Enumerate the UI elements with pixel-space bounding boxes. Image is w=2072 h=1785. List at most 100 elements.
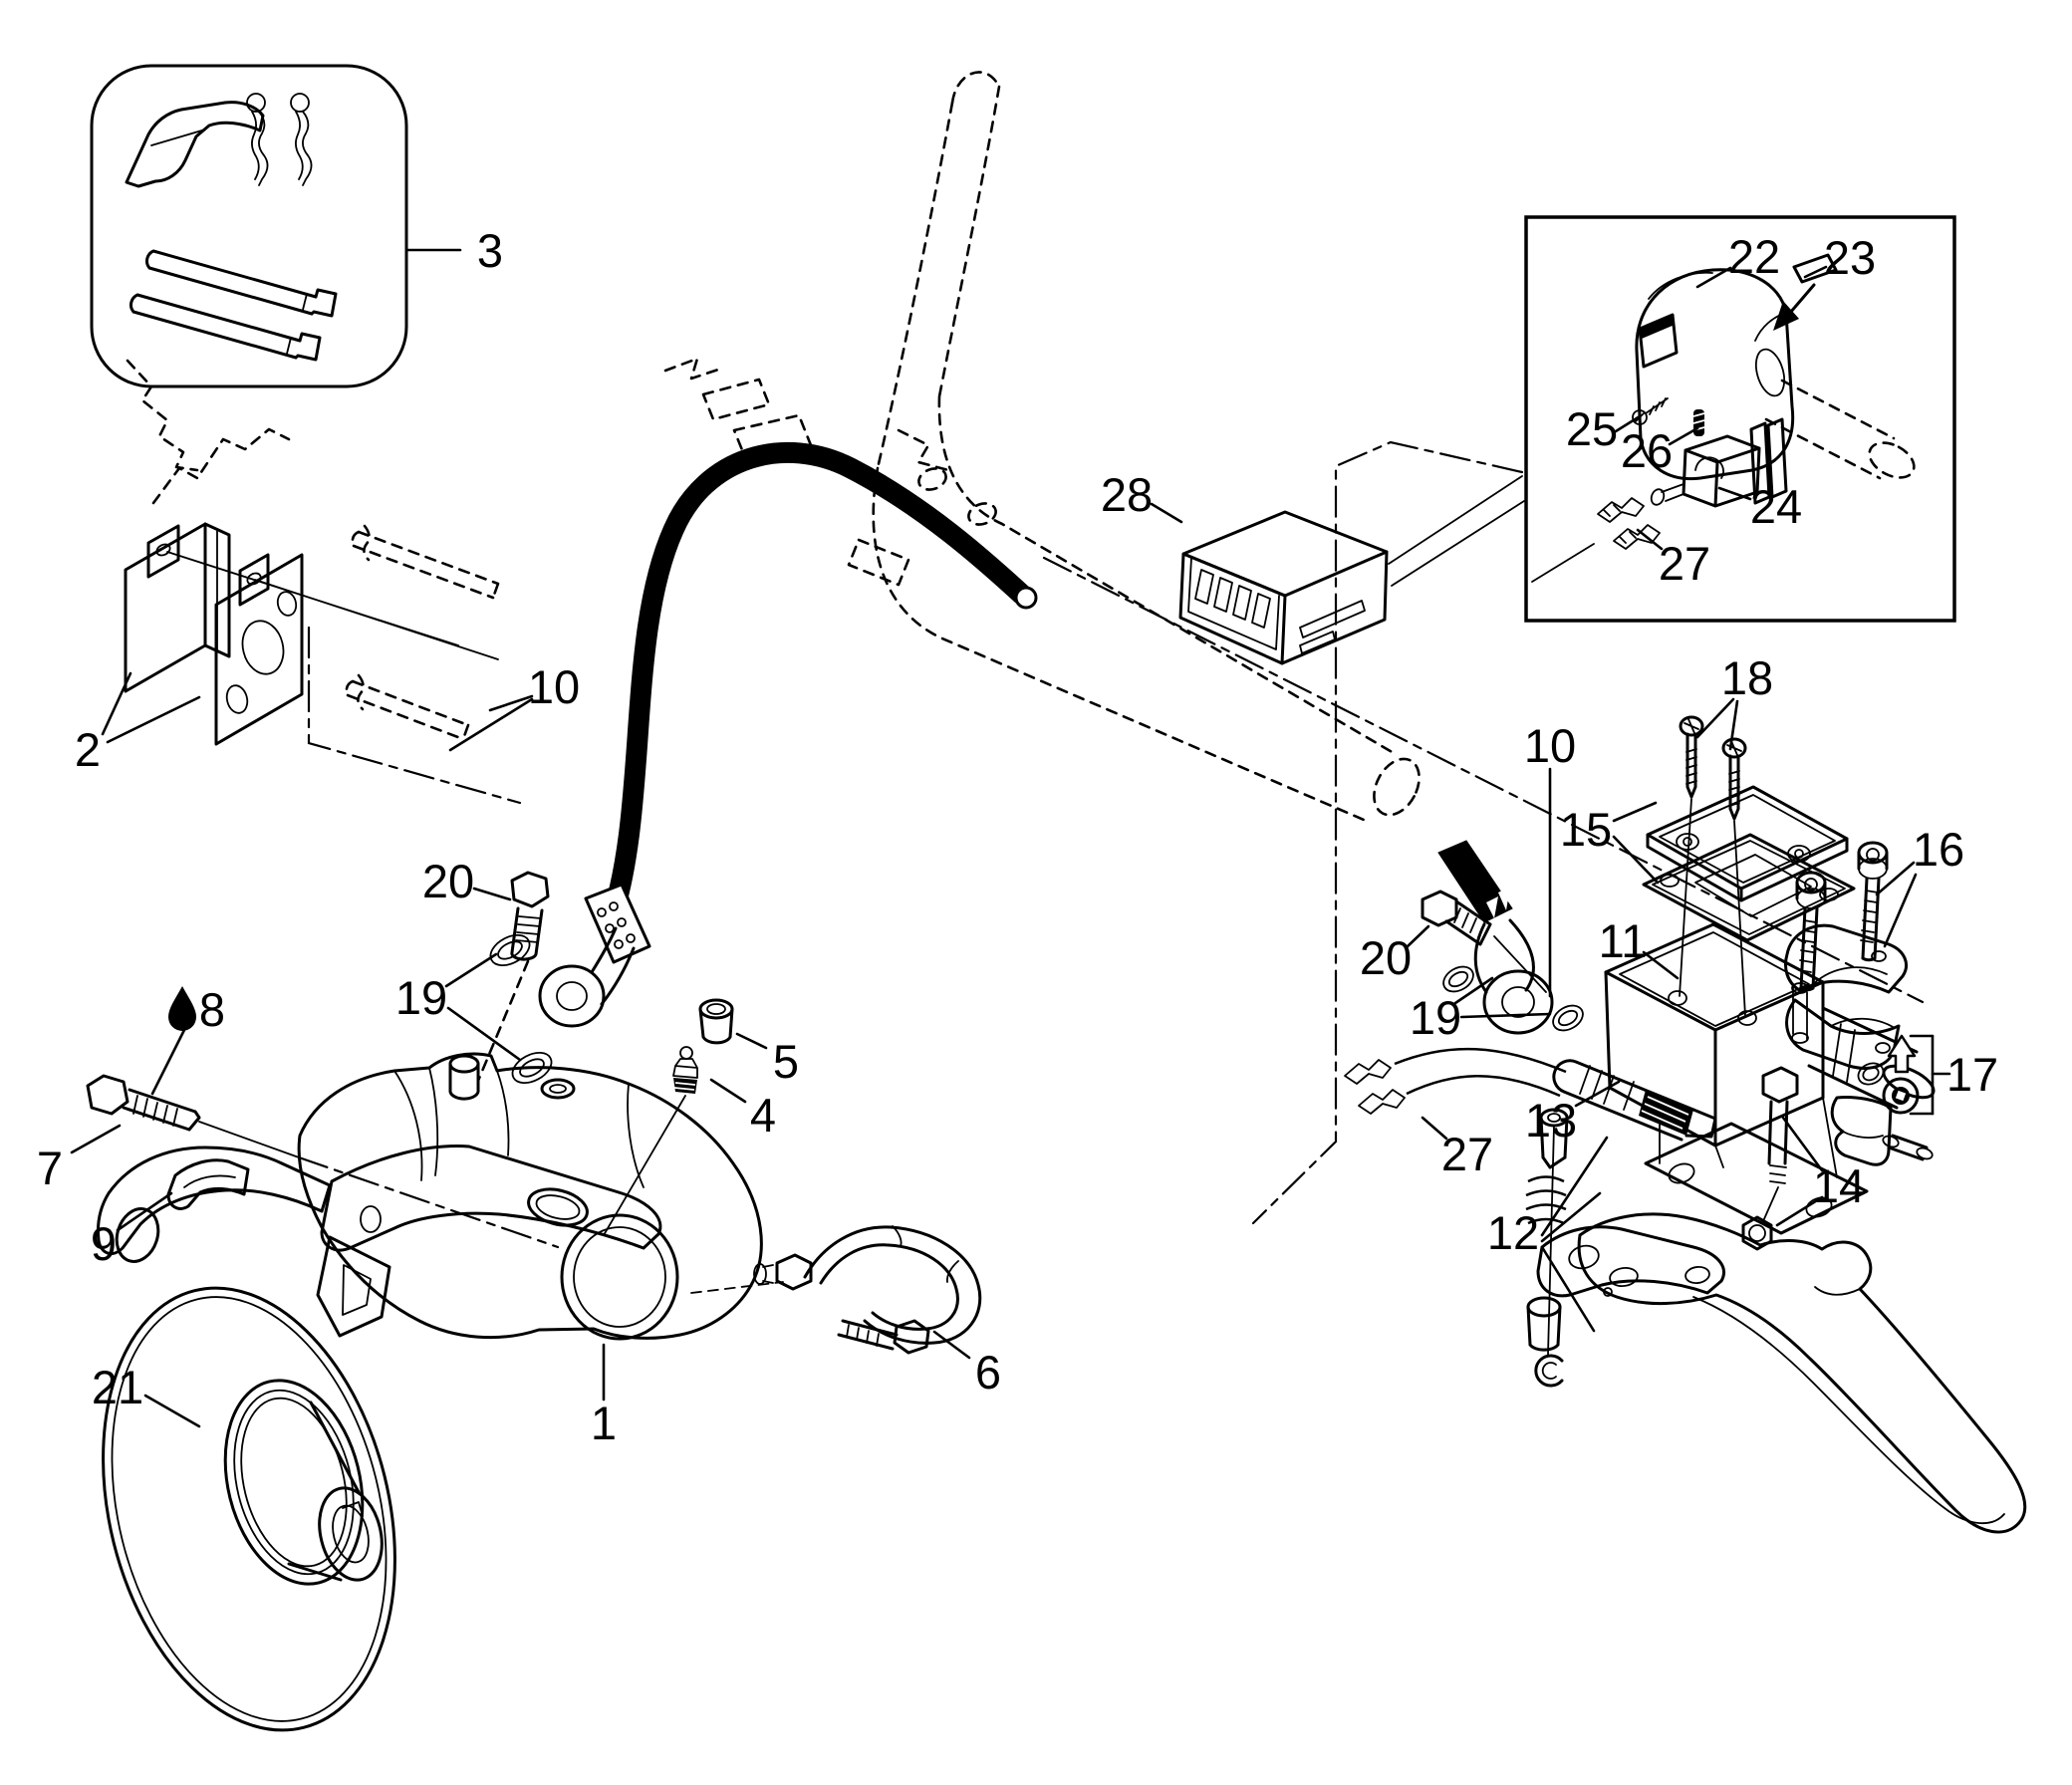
hardware-kit-box: [90, 64, 408, 388]
callout-number-21: 21: [92, 1361, 143, 1413]
callout-number-27: 27: [1441, 1128, 1493, 1180]
lever-pivot-bolt: [1741, 1066, 1799, 1251]
brake-light-switch: [1344, 1047, 1717, 1142]
callout-number-27: 27: [1659, 537, 1710, 590]
brake-pad-plate: [214, 553, 304, 746]
leader-line-19: [446, 1006, 522, 1062]
reservoir-body: [1604, 922, 1936, 1235]
cotter-pin: [290, 93, 313, 186]
callout-number-20: 20: [422, 855, 474, 907]
callout-number-13: 13: [1525, 1094, 1577, 1147]
leader-line-28: [1150, 502, 1183, 524]
switch-block: [1650, 417, 1788, 508]
retainer-spring-clip: [125, 101, 265, 188]
callout-number-7: 7: [37, 1142, 63, 1194]
callout-number-17: 17: [1946, 1048, 1998, 1101]
leader-line-16: [1883, 873, 1918, 948]
hose-end-master: [1437, 840, 1554, 1035]
leader-line-25: [1614, 414, 1642, 433]
callout-number-1: 1: [591, 1397, 617, 1449]
leader-line-4: [709, 1078, 747, 1104]
leader-line-5: [735, 1032, 768, 1050]
callout-number-28: 28: [1101, 468, 1153, 521]
leader-line-10: [448, 697, 534, 752]
projection-centerlines: [297, 440, 1925, 1294]
leader-line-12: [1540, 1245, 1596, 1333]
leader-line-20: [472, 887, 512, 901]
callout-number-2: 2: [75, 723, 101, 776]
caliper-bolt: [86, 1074, 300, 1158]
callout-number-4: 4: [750, 1089, 776, 1142]
callout-number-6: 6: [975, 1346, 1001, 1399]
leader-line-18: [1728, 699, 1739, 751]
brake-pads: [124, 359, 500, 746]
callout-number-22: 22: [1728, 230, 1780, 283]
banjo-bolt: [753, 1253, 813, 1291]
callout-number-20: 20: [1360, 931, 1412, 984]
leader-line-2: [101, 671, 132, 736]
electrical-connector: [1178, 510, 1389, 665]
reservoir-gasket: [1642, 833, 1856, 942]
leader-line-15: [1612, 835, 1660, 885]
lever-cam-parts-12: [1525, 1108, 1725, 1388]
leader-line-24: [1717, 486, 1752, 501]
handlebar-phantom: [663, 71, 1421, 822]
callout-number-3: 3: [477, 224, 503, 277]
callout-number-8: 8: [199, 983, 225, 1036]
brake-lever: [1577, 1212, 2027, 1534]
bleeder-valve: [603, 1046, 698, 1236]
brake-disc: [102, 1286, 396, 1732]
leader-line-19: [1459, 1012, 1552, 1019]
leader-line-23: [1803, 265, 1828, 279]
lubricant-drop-icon: [168, 986, 196, 1031]
callout-number-26: 26: [1621, 424, 1673, 477]
leader-line-26: [1668, 426, 1699, 446]
callout-number-24: 24: [1750, 480, 1802, 533]
leader-line-19: [1453, 976, 1494, 1005]
switch-plate: [1773, 253, 1838, 331]
leader-line-12: [1540, 1191, 1602, 1243]
leader-line-6: [932, 1330, 971, 1360]
banjo-bolt: [1421, 890, 1547, 993]
leader-line-21: [143, 1394, 201, 1428]
callout-number-19: 19: [395, 971, 447, 1024]
leader-line-9: [116, 1191, 173, 1232]
callout-number-18: 18: [1721, 651, 1773, 704]
pad-pin-phantom: [345, 524, 500, 741]
leader-line-7: [70, 1124, 122, 1154]
callout-number-15: 15: [1560, 803, 1612, 856]
leader-line-15: [1612, 801, 1658, 823]
leader-line-10: [488, 694, 534, 712]
callout-number-14: 14: [1813, 1159, 1865, 1212]
hose-open-end: [1014, 586, 1038, 610]
callout-number-11: 11: [1599, 914, 1648, 967]
clamp-bolts: [1795, 841, 1889, 992]
leader-line-18: [1695, 697, 1735, 739]
callout-number-5: 5: [773, 1035, 799, 1088]
guide-pin: [130, 293, 322, 362]
leader-line-13: [1574, 1080, 1621, 1108]
callout-number-25: 25: [1566, 402, 1618, 455]
leader-line-12: [1540, 1136, 1609, 1237]
leader-line-27: [1421, 1116, 1448, 1141]
banjo-bolt: [837, 1319, 930, 1355]
leader-line-27: [1636, 528, 1664, 551]
caliper-bracket-arm: [97, 1145, 662, 1263]
cover-screws: [1679, 715, 1747, 1017]
callout-number-10: 10: [1524, 719, 1576, 772]
banjo-washers: [1442, 965, 1584, 1032]
leader-line-2: [106, 695, 201, 744]
leader-line-20: [1405, 924, 1430, 949]
brake-pad: [124, 522, 231, 693]
callout-number-9: 9: [91, 1217, 117, 1270]
cotter-pin: [246, 93, 269, 186]
hose-crimp-sleeve: [584, 883, 651, 964]
master-cylinder-assembly: [1344, 715, 1936, 1388]
callout-number-19: 19: [1410, 991, 1461, 1044]
piston-boot: [1830, 1096, 1934, 1166]
brake-hose-main: [538, 441, 1038, 1028]
handlebar-clamp-phantom: [663, 357, 997, 587]
hose-elbow-banjo: [538, 926, 636, 1028]
